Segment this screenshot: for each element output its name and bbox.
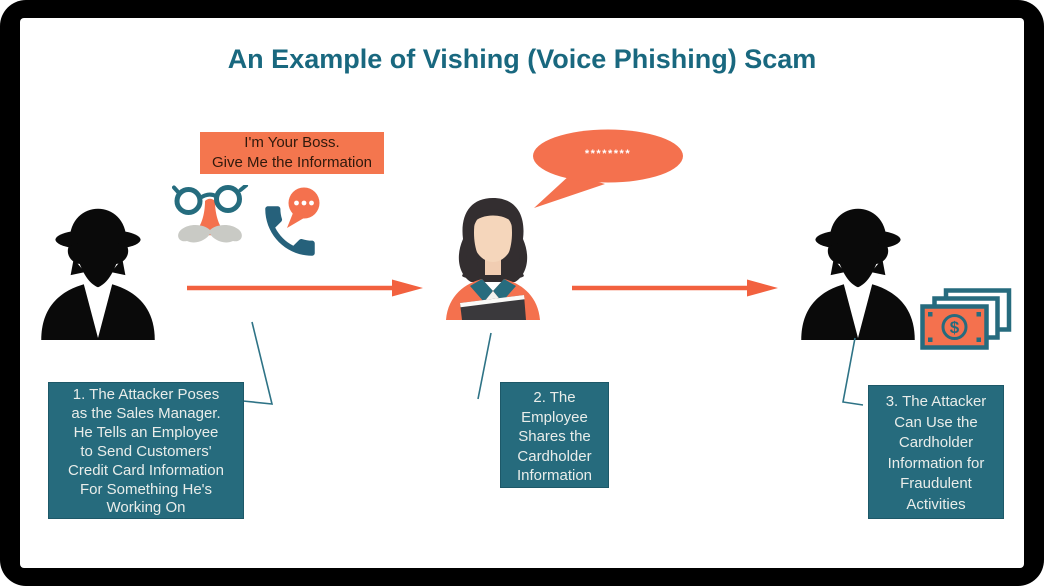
dollar-sign: $ [950, 318, 960, 337]
leader-lines [242, 321, 864, 406]
diagram-canvas: An Example of Vishing (Voice Phishing) S… [20, 18, 1024, 568]
speech-bubble-shape [533, 129, 683, 208]
disguise-icon [172, 185, 248, 243]
money-icon: $ [920, 288, 1012, 350]
step-2-box: 2. The Employee Shares the Cardholder In… [500, 382, 609, 488]
diagram-title: An Example of Vishing (Voice Phishing) S… [227, 44, 817, 74]
password-speech-bubble: ******** [525, 126, 690, 226]
step-3-box: 3. The Attacker Can Use the Cardholder I… [868, 385, 1004, 519]
phone-chat-icon [265, 187, 320, 256]
attacker-spy-icon-right [801, 208, 915, 340]
boss-quote-label: I'm Your Boss. Give Me the Information [200, 132, 384, 174]
bubble-asterisks-text: ******** [584, 148, 632, 160]
attacker-spy-icon [41, 208, 155, 340]
step-1-box: 1. The Attacker Poses as the Sales Manag… [48, 382, 244, 519]
flow-arrow-1 [187, 279, 423, 297]
employee-icon [446, 198, 540, 320]
flow-arrow-2 [572, 279, 778, 297]
